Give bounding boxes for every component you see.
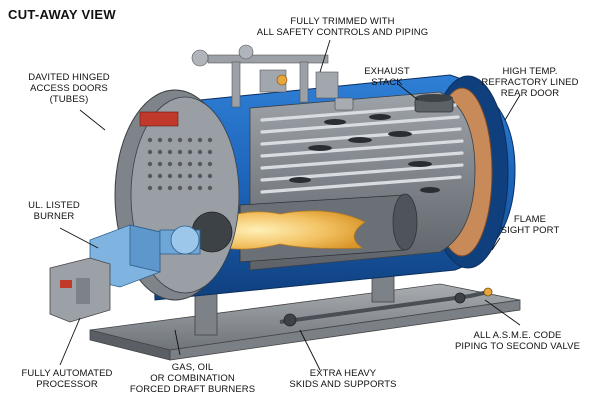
label-burners: GAS, OIL OR COMBINATION FORCED DRAFT BUR…: [129, 362, 256, 395]
top-controls: [191, 44, 454, 113]
brand-plate: [139, 111, 179, 127]
tube-holes: [289, 114, 440, 193]
label-controls: FULLY TRIMMED WITH ALL SAFETY CONTROLS A…: [256, 16, 429, 38]
cutaway-interior: [199, 91, 476, 271]
tube-sheet-holes: [147, 137, 213, 191]
burner-assembly: [49, 224, 201, 323]
leader-lines: [59, 39, 521, 371]
piping: [279, 287, 493, 327]
label-asme-piping: ALL A.S.M.E. CODE PIPING TO SECOND VALVE: [454, 330, 581, 352]
burner-flame: [199, 210, 366, 250]
label-access-doors: DAVITED HINGED ACCESS DOORS (TUBES): [28, 72, 110, 105]
label-sight-port: FLAME SIGHT PORT: [500, 214, 560, 236]
diagram-title: CUT-AWAY VIEW: [8, 7, 116, 22]
fire-tubes: [260, 103, 464, 194]
label-skids: EXTRA HEAVY SKIDS AND SUPPORTS: [289, 368, 397, 390]
label-rear-door: HIGH TEMP. REFRACTORY LINED REAR DOOR: [481, 66, 579, 99]
label-burner: UL. LISTED BURNER: [28, 200, 80, 222]
label-exhaust-stack: EXHAUST STACK: [364, 66, 410, 88]
label-processor: FULLY AUTOMATED PROCESSOR: [21, 368, 113, 390]
